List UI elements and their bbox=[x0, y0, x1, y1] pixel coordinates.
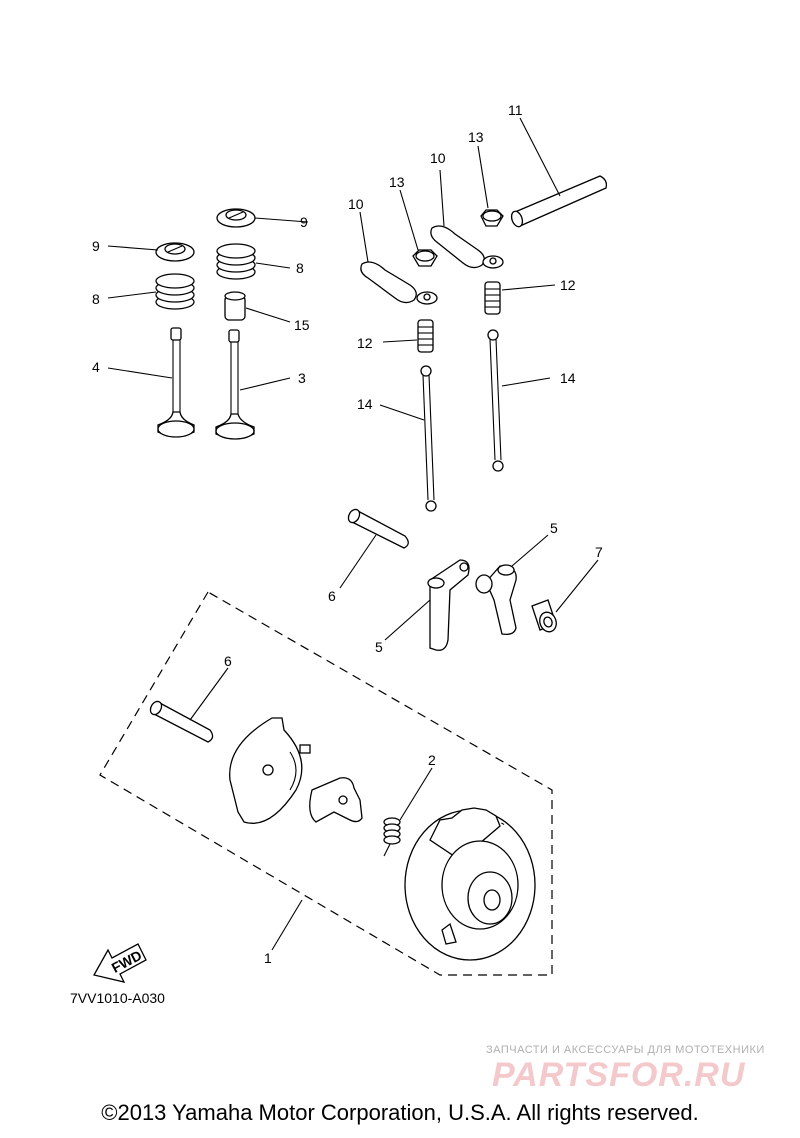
valve-exhaust bbox=[157, 327, 195, 438]
camshaft-assembly-outline bbox=[99, 591, 553, 976]
callout-5-upper: 5 bbox=[550, 520, 558, 536]
callout-3: 3 bbox=[298, 370, 306, 386]
rocker-shaft bbox=[510, 175, 608, 228]
bushing bbox=[531, 599, 557, 633]
callout-14-right: 14 bbox=[560, 370, 576, 386]
callout-7: 7 bbox=[595, 544, 603, 560]
valve-spring-right bbox=[216, 243, 256, 280]
callout-10-right: 10 bbox=[430, 150, 446, 166]
watermark-tagline: ЗАПЧАСТИ И АКСЕССУАРЫ ДЛЯ МОТОТЕХНИКИ bbox=[486, 1044, 765, 1056]
locknut-right bbox=[480, 209, 504, 227]
valve-spring-left bbox=[155, 273, 195, 310]
callout-9-left: 9 bbox=[92, 238, 100, 254]
spring-retainer-right bbox=[216, 208, 256, 228]
callout-13-right: 13 bbox=[468, 129, 484, 145]
watermark-logo: PARTSFOR.RU bbox=[492, 1056, 746, 1094]
fwd-arrow-icon bbox=[93, 943, 147, 983]
decompression-plate bbox=[229, 717, 311, 824]
callout-12-left: 12 bbox=[357, 335, 373, 351]
callout-5-lower: 5 bbox=[375, 639, 383, 655]
callout-1: 1 bbox=[264, 950, 272, 966]
adjusting-screw-left bbox=[417, 319, 434, 353]
decompression-lever bbox=[309, 777, 363, 823]
callout-6-upper: 6 bbox=[328, 588, 336, 604]
leader-lines bbox=[107, 117, 599, 951]
callout-9-right: 9 bbox=[300, 214, 308, 230]
rocker-arm-left bbox=[360, 261, 438, 305]
push-rod-left bbox=[420, 365, 437, 512]
push-rod-right bbox=[487, 329, 504, 472]
valve-intake bbox=[215, 329, 255, 440]
rocker-arm-right bbox=[430, 225, 504, 269]
callout-11: 11 bbox=[508, 102, 523, 118]
spring-retainer-left bbox=[155, 242, 195, 262]
diagram-code: 7VV1010-A030 bbox=[70, 990, 165, 1006]
callout-4: 4 bbox=[92, 359, 100, 375]
decompression-spring bbox=[383, 817, 401, 857]
copyright-notice: ©2013 Yamaha Motor Corporation, U.S.A. A… bbox=[101, 1100, 699, 1125]
valve-stem-seal bbox=[224, 291, 246, 321]
camshaft-pin bbox=[149, 700, 214, 743]
callout-8-right: 8 bbox=[296, 260, 304, 276]
callout-12-right: 12 bbox=[560, 277, 576, 293]
callout-6-lower: 6 bbox=[224, 653, 232, 669]
callout-10-left: 10 bbox=[348, 196, 364, 212]
callout-2: 2 bbox=[428, 752, 436, 768]
cam-follower-right bbox=[475, 564, 517, 636]
callout-15: 15 bbox=[294, 317, 310, 333]
adjusting-screw-right bbox=[484, 281, 501, 315]
camshaft-gear bbox=[404, 807, 536, 961]
callout-8-left: 8 bbox=[92, 291, 100, 307]
callout-13-left: 13 bbox=[389, 174, 405, 190]
locknut-left bbox=[412, 249, 438, 267]
callout-14-left: 14 bbox=[357, 396, 373, 412]
cam-follower-shaft bbox=[347, 508, 409, 549]
cam-follower-left bbox=[427, 559, 470, 651]
